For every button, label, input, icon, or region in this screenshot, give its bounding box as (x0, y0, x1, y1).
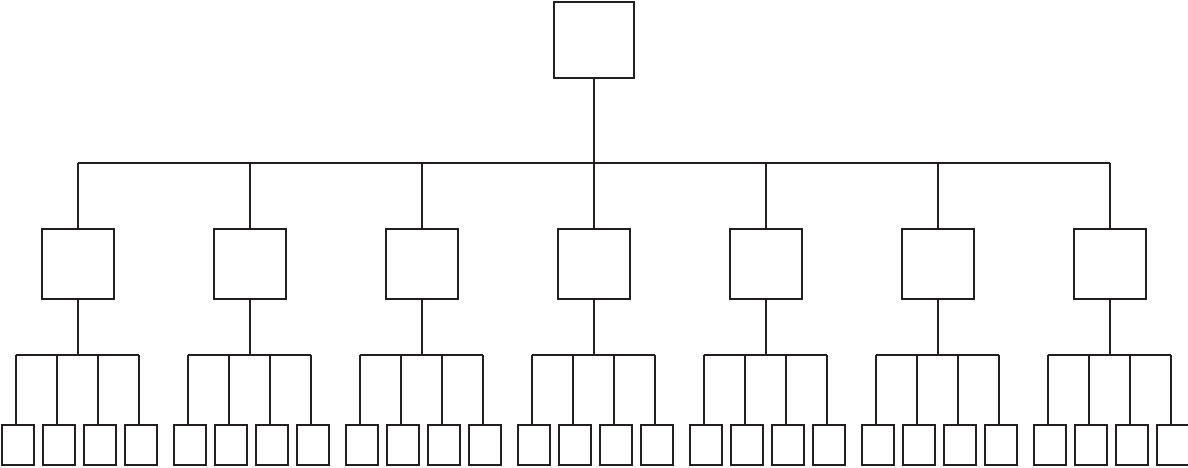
leaf-node-7-4 (1156, 424, 1188, 466)
leaf-node-3-3 (427, 424, 461, 466)
leaf-node-2-4 (296, 424, 330, 466)
leaf-node-5-2 (730, 424, 764, 466)
leaf-node-4-1 (517, 424, 551, 466)
leaf-node-7-3 (1115, 424, 1149, 466)
leaf-node-1-2 (42, 424, 76, 466)
leaf-node-4-2 (558, 424, 592, 466)
level-1-node-1 (41, 228, 115, 300)
leaf-node-6-3 (943, 424, 977, 466)
leaf-node-2-3 (255, 424, 289, 466)
level-1-node-5 (729, 228, 803, 300)
leaf-node-3-4 (468, 424, 502, 466)
leaf-node-6-1 (861, 424, 895, 466)
leaf-node-3-1 (345, 424, 379, 466)
leaf-node-5-4 (812, 424, 846, 466)
leaf-node-1-4 (124, 424, 158, 466)
leaf-node-6-2 (902, 424, 936, 466)
root-node (553, 1, 635, 79)
leaf-node-7-2 (1074, 424, 1108, 466)
leaf-node-5-1 (689, 424, 723, 466)
level-1-node-6 (901, 228, 975, 300)
leaf-node-7-1 (1033, 424, 1067, 466)
leaf-node-1-1 (1, 424, 35, 466)
connector-lines (15, 78, 1172, 425)
level-1-node-2 (213, 228, 287, 300)
level-1-node-4 (557, 228, 631, 300)
leaf-node-5-3 (771, 424, 805, 466)
leaf-node-4-3 (599, 424, 633, 466)
level-1-node-3 (385, 228, 459, 300)
leaf-node-2-2 (214, 424, 248, 466)
leaf-node-6-4 (984, 424, 1018, 466)
level-1-node-7 (1073, 228, 1147, 300)
leaf-node-2-1 (173, 424, 207, 466)
leaf-node-1-3 (83, 424, 117, 466)
leaf-node-4-4 (640, 424, 674, 466)
leaf-node-3-2 (386, 424, 420, 466)
